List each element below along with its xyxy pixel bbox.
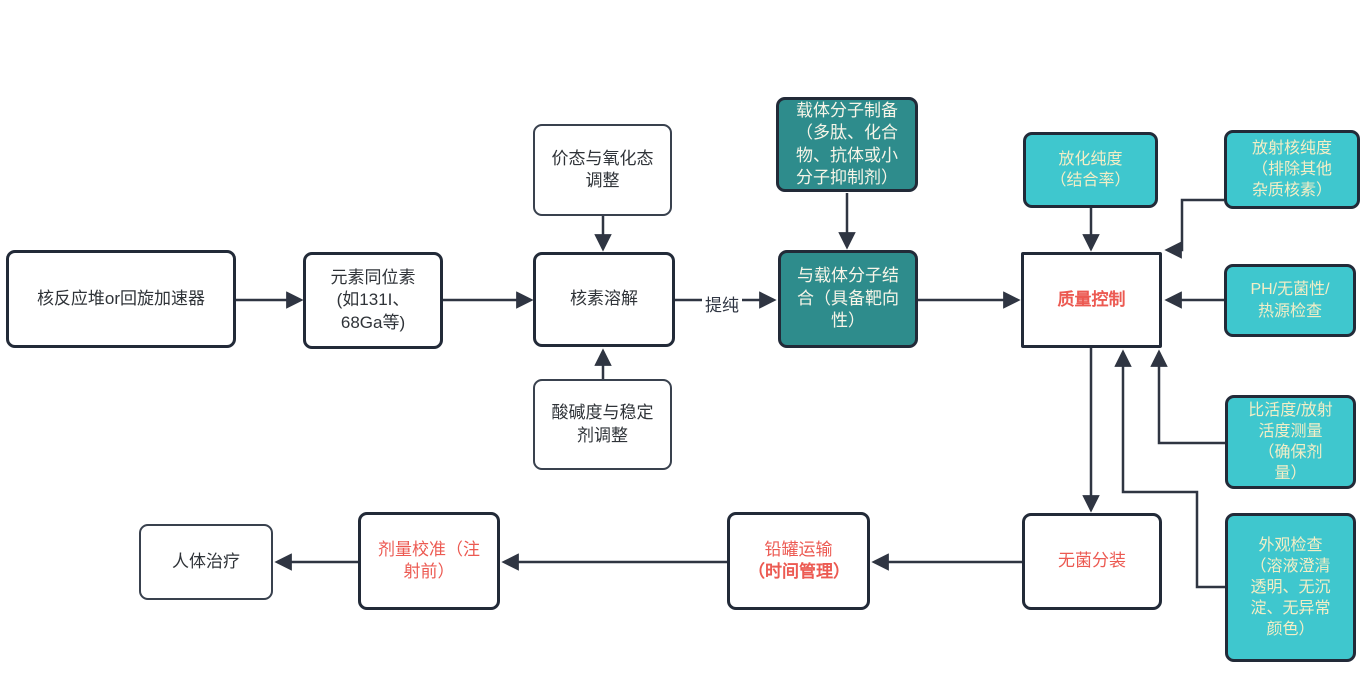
node-lead-transport-label: 铅罐运输 （时间管理） — [748, 539, 850, 584]
node-carrier-prep: 载体分子制备 （多肽、化合 物、抗体或小 分子抑制剂） — [776, 97, 918, 192]
arrow-radionuclide-to-qc — [1164, 198, 1224, 259]
node-radiochemical-purity: 放化纯度 （结合率） — [1023, 132, 1158, 208]
lead-transport-bold-text: （时间管理） — [748, 562, 850, 581]
node-human-therapy: 人体治疗 — [139, 524, 273, 600]
lead-transport-text: 铅罐运输 — [764, 539, 833, 559]
node-specific-activity: 比活度/放射 活度测量 （确保剂 量） — [1225, 395, 1356, 489]
arrow-appearance-to-qc — [1114, 349, 1225, 589]
edge-label-purify: 提纯 — [702, 291, 742, 316]
node-dissolve: 核素溶解 — [533, 252, 675, 347]
node-carrier-bind: 与载体分子结 合（具备靶向 性） — [778, 250, 918, 348]
node-lead-transport: 铅罐运输 （时间管理） — [727, 512, 870, 610]
node-appearance-check: 外观检查 （溶液澄清 透明、无沉 淀、无异常 颜色） — [1225, 513, 1356, 662]
node-reactor: 核反应堆or回旋加速器 — [6, 250, 236, 348]
node-radionuclide-purity: 放射核纯度 （排除其他 杂质核素） — [1224, 130, 1360, 209]
node-ph-sterility-check: PH/无菌性/ 热源检查 — [1224, 264, 1356, 337]
node-quality-control: 质量控制 — [1021, 252, 1162, 348]
arrow-specificactivity-to-qc — [1150, 349, 1225, 445]
node-valence-adjust: 价态与氧化态 调整 — [533, 124, 672, 216]
node-isotope: 元素同位素 (如131I、 68Ga等) — [303, 252, 443, 349]
node-dose-calibration: 剂量校准（注 射前） — [358, 512, 500, 610]
node-sterile-dispensing: 无菌分装 — [1022, 513, 1162, 610]
node-ph-stabilizer-adjust: 酸碱度与稳定 剂调整 — [533, 379, 672, 470]
